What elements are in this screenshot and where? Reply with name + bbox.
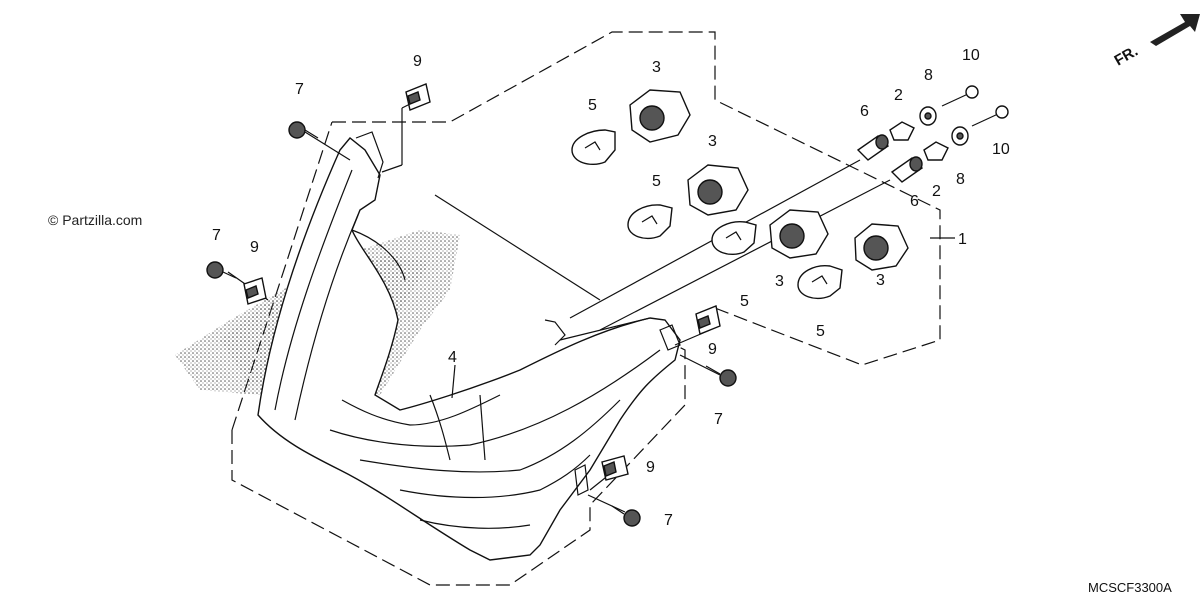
grommet-6-a <box>856 134 890 161</box>
callout-5: 5 <box>740 293 749 310</box>
callout-2: 2 <box>932 183 941 200</box>
callout-7: 7 <box>714 411 723 428</box>
bolt-7-left <box>206 261 237 279</box>
bulb-5-b <box>627 204 673 240</box>
callout-9: 9 <box>646 459 655 476</box>
collar-2-b <box>923 141 949 161</box>
grommet-6-b <box>890 156 924 183</box>
bolt-7-bottom <box>611 505 641 527</box>
screw-10-a <box>941 85 979 107</box>
clip-nut-9-bottom <box>601 455 629 481</box>
bulb-socket-3-c <box>769 209 829 259</box>
bulb-socket-3-b <box>687 164 749 216</box>
washer-8-b <box>951 126 969 146</box>
bolt-7-right <box>705 365 737 387</box>
bolt-7-top <box>288 121 319 139</box>
front-direction-label: FR. <box>1112 43 1141 70</box>
callout-8: 8 <box>956 171 965 188</box>
callout-4: 4 <box>448 349 457 366</box>
front-direction-arrow-icon: FR. <box>1112 14 1200 69</box>
bulb-5-c <box>711 221 757 256</box>
bulb-socket-3-d <box>854 223 909 271</box>
callout-6: 6 <box>910 193 919 210</box>
clip-nut-9-right <box>695 305 721 335</box>
callout-5: 5 <box>816 323 825 340</box>
washer-8-a <box>919 106 937 126</box>
callout-3: 3 <box>652 59 661 76</box>
clip-nut-9-left <box>243 277 267 305</box>
callout-10: 10 <box>962 47 980 64</box>
headlight-housing <box>257 131 681 561</box>
callout-3: 3 <box>775 273 784 290</box>
callout-6: 6 <box>860 103 869 120</box>
callout-8: 8 <box>924 67 933 84</box>
screw-10-b <box>971 105 1009 127</box>
bulb-5-d <box>797 265 843 300</box>
callout-9: 9 <box>250 239 259 256</box>
callout-3: 3 <box>876 272 885 289</box>
callout-10: 10 <box>992 141 1010 158</box>
callout-3: 3 <box>708 133 717 150</box>
callout-7: 7 <box>664 512 673 529</box>
callout-labels: 1 2 2 3 3 3 3 4 5 5 5 5 6 6 7 7 7 7 8 8 … <box>212 47 1010 529</box>
callout-2: 2 <box>894 87 903 104</box>
callout-9: 9 <box>708 341 717 358</box>
diagram-code: MCSCF3300A <box>1088 580 1172 595</box>
watermark-text: © Partzilla.com <box>48 212 142 228</box>
clip-nut-9-top <box>405 83 431 111</box>
callout-5: 5 <box>588 97 597 114</box>
callout-7: 7 <box>295 81 304 98</box>
collar-2-a <box>889 121 915 141</box>
bulb-5-a <box>571 129 616 166</box>
callout-1: 1 <box>958 231 967 248</box>
callout-9: 9 <box>413 53 422 70</box>
callout-7: 7 <box>212 227 221 244</box>
callout-5: 5 <box>652 173 661 190</box>
bulb-socket-3-a <box>629 89 691 143</box>
